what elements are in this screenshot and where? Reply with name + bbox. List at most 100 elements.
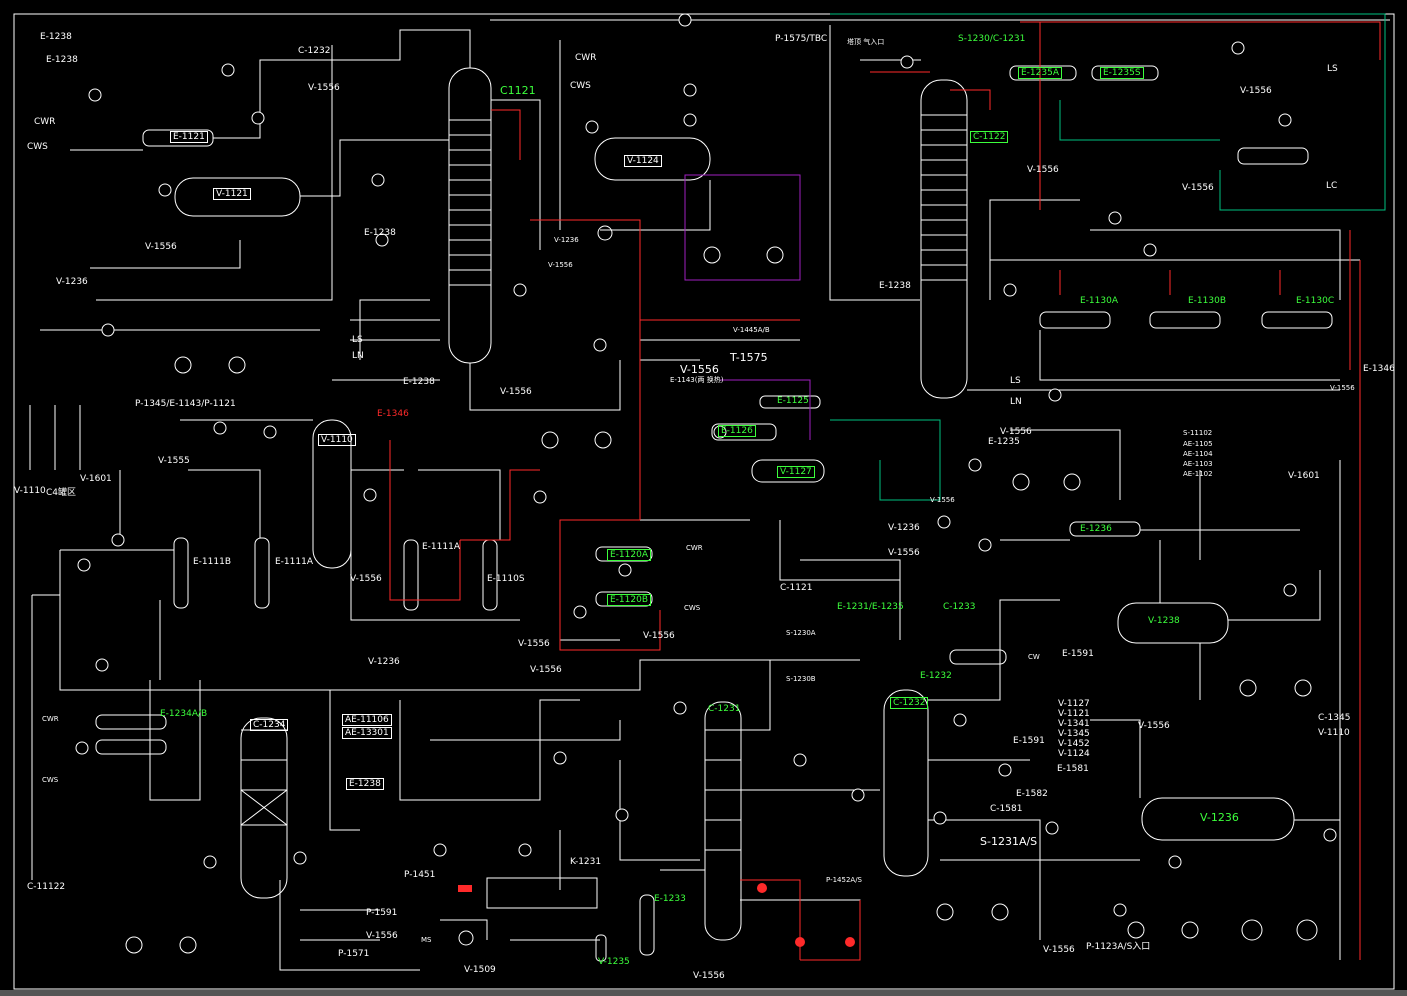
stream-c11122: C-11122: [27, 882, 66, 892]
label-e1120a: E-1120A: [607, 549, 651, 561]
stream-v1110-out: V-1110: [14, 486, 46, 496]
stream-v1556-right: V-1556: [1240, 86, 1272, 96]
label-v1238: V-1238: [1148, 616, 1180, 626]
label-v1121: V-1121: [213, 188, 251, 200]
stream-cwr-low: CWR: [42, 715, 59, 723]
label-e1232: E-1232: [920, 671, 952, 681]
label-e1236: E-1236: [1080, 524, 1112, 534]
stream-ae13301: AE-13301: [342, 727, 392, 739]
vessel-v1238: [1117, 602, 1229, 644]
label-e1233: E-1233: [654, 894, 686, 904]
label-k1231: K-1231: [570, 857, 602, 867]
stream-v1556-f: V-1556: [1330, 384, 1355, 392]
stream-cwr-left: CWR: [34, 117, 56, 127]
label-c1121: C1121: [500, 84, 536, 97]
stream-e1238-low: E-1238: [346, 778, 384, 790]
stream-v1556-j: V-1556: [350, 574, 382, 584]
label-e1111a-right: E-1111A: [422, 542, 460, 552]
stream-e1591: E-1591: [1062, 649, 1094, 659]
stream-v1601-right: V-1601: [1288, 471, 1320, 481]
stream-v1556-b: V-1556: [145, 242, 177, 252]
label-v1110: V-1110: [318, 434, 356, 446]
stream-v1601-left: V-1601: [80, 474, 112, 484]
label-e1235a: E-1235A: [1018, 67, 1062, 79]
stream-ae1102: AE-1102: [1183, 470, 1213, 478]
label-e1130c: E-1130C: [1296, 296, 1335, 306]
vessel-v1124: [594, 137, 711, 181]
stream-cws-low: CWS: [42, 776, 59, 784]
column-c1231: [704, 701, 742, 941]
stream-c1581: C-1581: [990, 804, 1023, 814]
stream-s1230: S-1230/C-1231: [958, 34, 1026, 44]
stream-v1556-r3: V-1556: [1182, 183, 1214, 193]
stream-p1345: P-1345/E-1143/P-1121: [135, 399, 236, 409]
stream-v1556-n: V-1556: [693, 971, 725, 981]
stream-v1556-p: V-1556: [643, 631, 675, 641]
stream-ln-mid: LN: [352, 351, 364, 361]
stream-v1555: V-1555: [158, 456, 190, 466]
stream-v1509: V-1509: [464, 965, 496, 975]
stream-s1230b: S-1230B: [786, 675, 816, 683]
stream-v1341l: V-1341: [1058, 719, 1090, 729]
stream-s11102: S-11102: [1183, 429, 1213, 437]
stream-e1231: E-1231/E-1235: [837, 602, 904, 612]
stream-e1238-c: E-1238: [879, 281, 911, 291]
stream-p1575: P-1575/TBC: [775, 34, 828, 44]
stream-v1236-h: V-1236: [888, 523, 920, 533]
stream-e1346-red: E-1346: [377, 409, 409, 419]
label-e1121: E-1121: [170, 131, 208, 143]
stream-v1556-mid: V-1556: [548, 261, 573, 269]
stream-p1591: P-1591: [366, 908, 398, 918]
vessel-v1110: [312, 419, 352, 569]
label-e1110s: E-1110S: [487, 574, 525, 584]
stream-v1452l: V-1452: [1058, 739, 1090, 749]
stream-e1346-right: E-1346: [1363, 364, 1395, 374]
stream-v1121l: V-1121: [1058, 709, 1090, 719]
label-e1125: E-1125: [777, 396, 809, 406]
label-c1122: C-1122: [970, 131, 1009, 143]
stream-c1232-top: C-1232: [298, 46, 331, 56]
stream-e1591b: E-1591: [1013, 736, 1045, 746]
vessel-v1236: [1141, 797, 1295, 841]
stream-v1556-i: V-1556: [888, 548, 920, 558]
stream-c1345: C-1345: [1318, 713, 1351, 723]
stream-cwr-mid: CWR: [575, 53, 597, 63]
label-c1233: C-1233: [943, 602, 976, 612]
stream-p1123as: P-1123A/S入口: [1086, 942, 1151, 952]
stream-ls-right: LS: [1327, 64, 1338, 74]
stream-s1231as: S-1231A/S: [980, 835, 1038, 848]
stream-ls-mid: LS: [352, 335, 363, 345]
stream-cws-e1120: CWS: [684, 604, 701, 612]
stream-v1556-k: V-1556: [518, 639, 550, 649]
label-e1111a-left: E-1111A: [275, 557, 313, 567]
stream-p1452: P-1452A/S: [826, 876, 862, 884]
stream-lc-right: LC: [1326, 181, 1338, 191]
stream-e1238-top1: E-1238: [40, 32, 72, 42]
stream-e1143: E-1143(两 换热): [670, 376, 724, 384]
stream-v1556-m: V-1556: [366, 931, 398, 941]
stream-c4-area: C4罐区: [46, 488, 77, 498]
stream-e1238-lower: E-1238: [403, 377, 435, 387]
label-e1235s: E-1235S: [1100, 67, 1144, 79]
stream-cws-mid: CWS: [570, 81, 591, 91]
stream-v1236-left: V-1236: [56, 277, 88, 287]
stream-ae1105: AE-1105: [1183, 440, 1213, 448]
stream-e1582: E-1582: [1016, 789, 1048, 799]
stream-v1556-e: V-1556: [680, 363, 719, 376]
stream-v1127l: V-1127: [1058, 699, 1090, 709]
stream-cw-r: CW: [1028, 653, 1040, 661]
label-v1235: V-1235: [598, 957, 630, 967]
column-c1234: [240, 717, 288, 899]
stream-v1556-left-r: V-1556: [1138, 721, 1170, 731]
label-t1575: T-1575: [730, 351, 768, 364]
stream-v1556-h: V-1556: [930, 496, 955, 504]
stream-v1556-a: V-1556: [308, 83, 340, 93]
stream-v1556-g: V-1556: [1000, 427, 1032, 437]
vessel-v1127: [751, 459, 825, 483]
status-bar: [0, 990, 1407, 996]
stream-v1236-k: V-1236: [368, 657, 400, 667]
column-c1232: [883, 689, 929, 877]
label-e1234ab: E-1234A/B: [160, 709, 208, 719]
stream-c1121-out: C-1121: [780, 583, 813, 593]
stream-e1581: E-1581: [1057, 764, 1089, 774]
